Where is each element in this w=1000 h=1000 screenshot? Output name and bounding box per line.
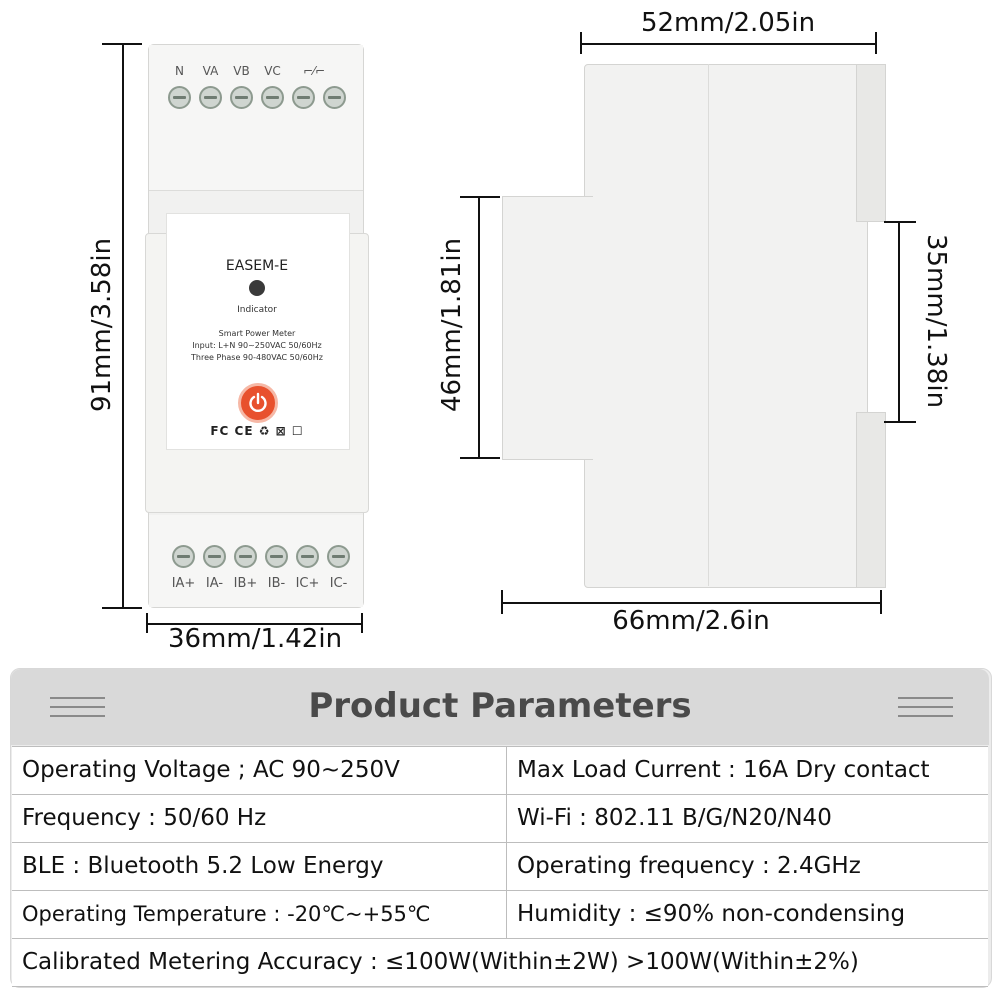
- side-top-width-line: [580, 43, 876, 45]
- param-cell: Operating Voltage ; AC 90~250V: [12, 747, 507, 794]
- height-dimension-line: [122, 44, 124, 608]
- terminal-label: IB-: [267, 576, 286, 591]
- param-cell: Max Load Current : 16A Dry contact: [517, 757, 930, 783]
- top-terminal-labels: N VA VB VC ⌐⁄⌐: [164, 64, 340, 78]
- device-side-body: [584, 64, 868, 588]
- table-row: Operating Voltage ; AC 90~250V Max Load …: [12, 746, 988, 794]
- side-height-label: 46mm/1.81in: [437, 237, 467, 413]
- device-model: EASEM-E: [225, 258, 289, 274]
- terminal-label: IC+: [295, 576, 320, 591]
- screw-terminal: [265, 545, 288, 568]
- terminal-label: IB+: [233, 576, 258, 591]
- front-width-dimension-label: 36mm/1.42in: [167, 624, 343, 654]
- rail-height-line: [898, 222, 900, 422]
- device-top-section: [149, 45, 363, 191]
- screw-terminal: [230, 86, 253, 109]
- dimension-tick: [580, 32, 582, 54]
- screw-terminal: [261, 86, 284, 109]
- parameters-table: Operating Voltage ; AC 90~250V Max Load …: [12, 746, 988, 987]
- screw-terminal: [203, 545, 226, 568]
- screw-terminal: [296, 545, 319, 568]
- dimension-tick: [875, 32, 877, 54]
- side-seam: [708, 64, 709, 586]
- param-cell: Frequency : 50/60 Hz: [12, 795, 507, 842]
- menu-lines-icon: [898, 697, 953, 724]
- terminal-label: VC: [264, 64, 281, 78]
- screw-terminal: [323, 86, 346, 109]
- param-cell: Humidity : ≤90% non-condensing: [517, 901, 906, 927]
- spec-line: Input: L+N 90~250VAC 50/60Hz: [192, 341, 322, 350]
- terminal-label: IA+: [171, 576, 196, 591]
- screw-terminal: [234, 545, 257, 568]
- indicator-led: [249, 280, 265, 296]
- table-row: Frequency : 50/60 Hz Wi-Fi : 802.11 B/G/…: [12, 794, 988, 842]
- terminal-label: ⌐⁄⌐: [302, 64, 326, 78]
- power-button[interactable]: [238, 383, 278, 423]
- dimension-tick: [884, 221, 916, 223]
- param-cell: BLE : Bluetooth 5.2 Low Energy: [12, 843, 507, 890]
- screw-terminal: [327, 545, 350, 568]
- dimension-tick: [880, 590, 882, 614]
- screw-terminal: [168, 86, 191, 109]
- dimension-tick: [884, 421, 916, 423]
- front-width-dimension-line: [146, 623, 362, 625]
- dimension-tick: [460, 196, 500, 198]
- device-side-front-block: [502, 196, 593, 460]
- side-bottom-width-line: [501, 602, 881, 604]
- table-row: BLE : Bluetooth 5.2 Low Energy Operating…: [12, 842, 988, 890]
- screw-terminal: [292, 86, 315, 109]
- indicator-label: Indicator: [237, 305, 277, 315]
- side-bottom-width-label: 66mm/2.6in: [612, 606, 770, 636]
- parameters-title: Product Parameters: [308, 686, 692, 726]
- param-cell: Operating frequency : 2.4GHz: [517, 853, 861, 879]
- height-dimension-label: 91mm/3.58in: [87, 237, 117, 413]
- parameters-header: [11, 669, 989, 745]
- menu-lines-icon: [50, 697, 105, 724]
- side-height-line: [478, 196, 480, 458]
- spec-line: Smart Power Meter: [218, 329, 296, 338]
- rail-height-label: 35mm/1.38in: [921, 233, 951, 409]
- table-row: Operating Temperature : -20℃~+55℃ Humidi…: [12, 890, 988, 938]
- device-spec-text: Smart Power Meter Input: L+N 90~250VAC 5…: [166, 328, 348, 364]
- param-cell: Operating Temperature : -20℃~+55℃: [12, 891, 507, 938]
- table-row: Calibrated Metering Accuracy : ≤100W(Wit…: [12, 938, 988, 987]
- dimension-tick: [501, 590, 503, 614]
- bottom-terminals: [172, 545, 350, 568]
- power-icon: [249, 392, 267, 412]
- screw-terminal: [172, 545, 195, 568]
- rail-clip-top: [856, 64, 886, 222]
- dimension-tick: [460, 457, 500, 459]
- dimension-tick: [146, 613, 148, 633]
- bottom-terminal-labels: IA+ IA- IB+ IB- IC+ IC-: [168, 576, 354, 591]
- top-terminals: [168, 86, 346, 109]
- screw-terminal: [199, 86, 222, 109]
- side-top-width-label: 52mm/2.05in: [640, 8, 816, 38]
- terminal-label: VB: [233, 64, 250, 78]
- dimension-tick: [102, 43, 142, 45]
- spec-line: Three Phase 90-480VAC 50/60Hz: [191, 353, 323, 362]
- param-cell: Calibrated Metering Accuracy : ≤100W(Wit…: [22, 949, 859, 975]
- dimension-tick: [361, 613, 363, 633]
- terminal-label: N: [175, 64, 184, 78]
- dimension-tick: [102, 607, 142, 609]
- rail-clip-bottom: [856, 412, 886, 588]
- param-cell: Wi-Fi : 802.11 B/G/N20/N40: [517, 805, 832, 831]
- terminal-label: VA: [202, 64, 219, 78]
- terminal-label: IA-: [205, 576, 224, 591]
- certification-marks: FC CE ♻ ⊠ ☐: [210, 424, 304, 438]
- terminal-label: IC-: [329, 576, 348, 591]
